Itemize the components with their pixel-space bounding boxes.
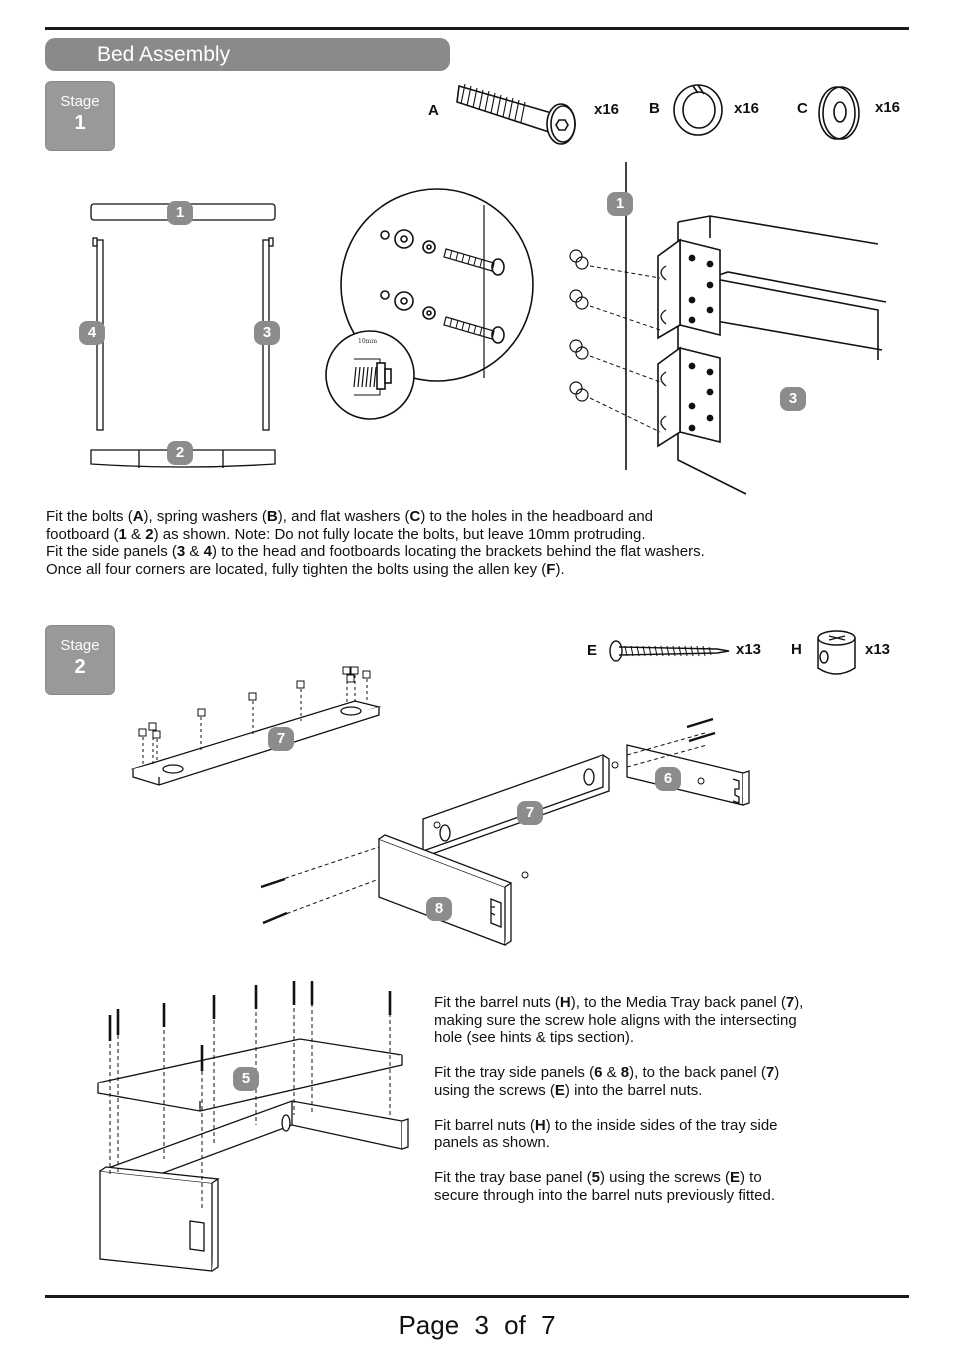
detail-measure-label: 10mm	[358, 338, 377, 345]
panel-label-7b: 7	[517, 801, 543, 825]
part-qty-c: x16	[875, 99, 901, 116]
panel-label-8: 8	[426, 897, 452, 921]
part-qty-e: x13	[736, 641, 762, 658]
bolt-icon	[456, 83, 576, 145]
instruction-line: Fit the tray side panels (6 & 8), to the…	[434, 1064, 780, 1081]
stage2-instructions: Fit the barrel nuts (H), to the Media Tr…	[434, 994, 803, 1204]
panel-label-3: 3	[254, 321, 280, 345]
panel-label-2: 2	[167, 441, 193, 465]
total-pages: 7	[541, 1310, 556, 1340]
tray-base-assembly-diagram	[97, 981, 409, 1272]
instruction-line: making sure the screw hole aligns with t…	[434, 1011, 797, 1029]
instruction-line: hole (see hints & tips section).	[434, 1029, 635, 1046]
part-letter-a: A	[428, 102, 439, 119]
stage-1-badge: Stage 1	[45, 81, 115, 151]
bracket-label-1: 1	[607, 192, 633, 216]
bottom-rule	[45, 1295, 909, 1298]
part-letter-c: C	[797, 100, 808, 117]
spring-washer-icon	[673, 84, 723, 136]
back-panel-diagram	[130, 666, 382, 786]
stage1-instructions: Fit the bolts (A), spring washers (B), a…	[46, 508, 705, 578]
stage-label: Stage	[60, 93, 100, 110]
page-footer: Page 3 of 7	[0, 1310, 954, 1341]
bracket-label-3: 3	[780, 387, 806, 411]
panel-label-1: 1	[167, 201, 193, 225]
instruction-line: panels as shown.	[434, 1134, 550, 1151]
panel-label-7a: 7	[268, 727, 294, 751]
instruction-line: Fit the side panels (3 & 4) to the head …	[46, 543, 705, 560]
stage-number: 2	[74, 656, 86, 678]
part-letter-e: E	[587, 642, 598, 659]
panel-label-6: 6	[655, 767, 681, 791]
instruction-line: Fit the barrel nuts (H), to the Media Tr…	[434, 994, 804, 1011]
instruction-line: Fit the bolts (A), spring washers (B), a…	[46, 508, 654, 525]
part-qty-h: x13	[865, 641, 891, 658]
stage-label: Stage	[60, 637, 100, 654]
page-number: 3	[474, 1310, 489, 1340]
flat-washer-icon	[818, 86, 860, 140]
panel-label-4: 4	[79, 321, 105, 345]
bracket-joint-diagram	[569, 162, 887, 495]
part-letter-h: H	[791, 641, 802, 658]
instruction-line: secure through into the barrel nuts prev…	[434, 1186, 776, 1204]
barrel-nut-icon	[817, 630, 856, 675]
part-qty-a: x16	[594, 101, 620, 118]
bolt-detail-diagram: 10mm	[325, 188, 534, 420]
instruction-line: Fit barrel nuts (H) to the inside sides …	[434, 1116, 778, 1134]
section-title: Bed Assembly	[45, 38, 450, 71]
of-label: of	[504, 1310, 526, 1340]
top-rule	[45, 27, 909, 30]
instruction-line: using the screws (E) into the barrel nut…	[434, 1081, 703, 1099]
tray-frame-exploded-diagram	[260, 717, 750, 946]
instruction-line: Once all four corners are located, fully…	[46, 560, 565, 578]
instruction-line: footboard (1 & 2) as shown. Note: Do not…	[46, 525, 646, 543]
page-label: Page	[398, 1310, 460, 1340]
stage-number: 1	[74, 112, 86, 134]
instruction-line: Fit the tray base panel (5) using the sc…	[434, 1169, 762, 1186]
part-qty-b: x16	[734, 100, 760, 117]
panel-label-5: 5	[233, 1067, 259, 1091]
screw-icon	[609, 640, 730, 662]
stage-2-badge: Stage 2	[45, 625, 115, 695]
part-letter-b: B	[649, 100, 660, 117]
